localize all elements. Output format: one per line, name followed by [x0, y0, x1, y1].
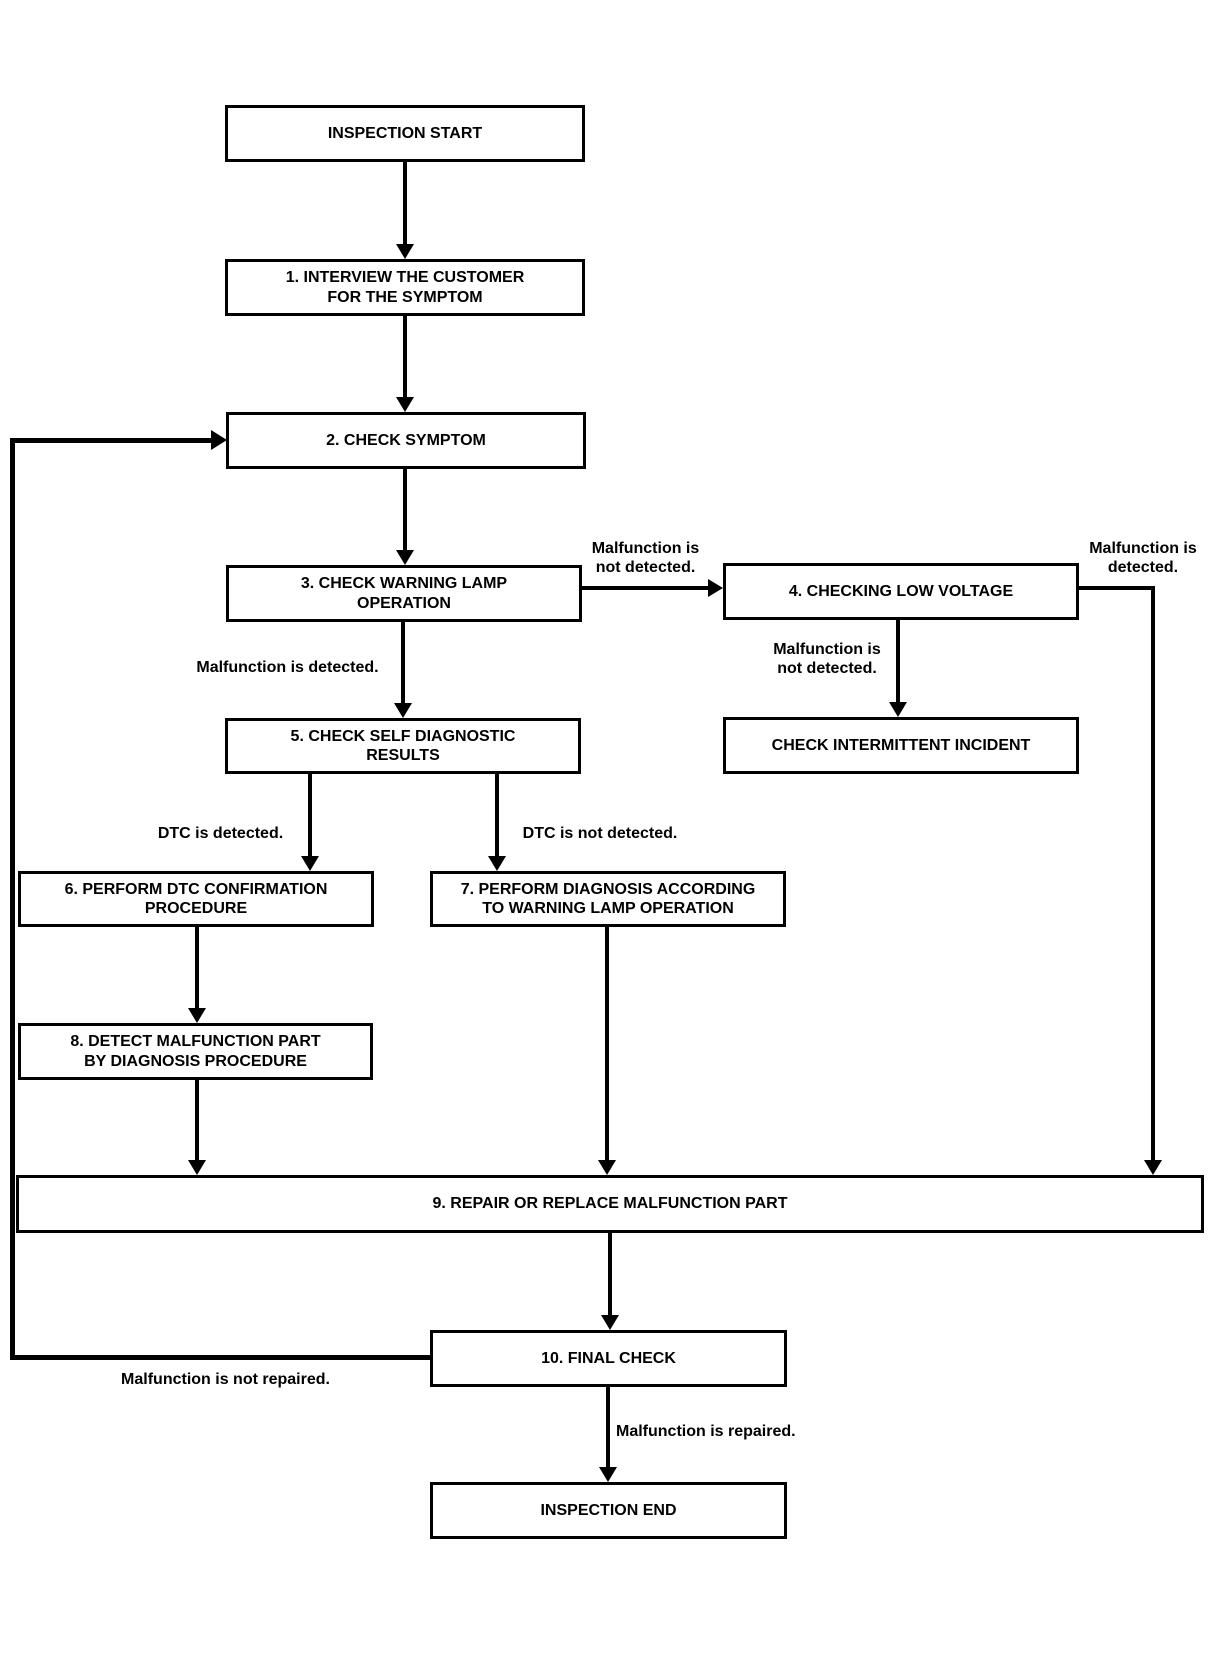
flow-node-step-2: 2. CHECK SYMPTOM [226, 412, 586, 469]
connector-6-to-8 [195, 927, 199, 1010]
connector-5-to-7 [495, 774, 499, 858]
connector-1-to-2 [403, 316, 407, 399]
arrowhead-right-icon [211, 430, 227, 450]
flow-node-step-8: 8. DETECT MALFUNCTION PART BY DIAGNOSIS … [18, 1023, 373, 1080]
flow-node-step-1: 1. INTERVIEW THE CUSTOMER FOR THE SYMPTO… [225, 259, 585, 316]
arrowhead-down-icon [889, 702, 907, 717]
arrowhead-down-icon [601, 1315, 619, 1330]
arrowhead-down-icon [1144, 1160, 1162, 1175]
edge-label-voltage-malfunction-detected: Malfunction is detected. [1089, 540, 1197, 577]
connector-3-to-5 [401, 622, 405, 705]
arrowhead-down-icon [599, 1467, 617, 1482]
edge-label-malfunction-not-repaired: Malfunction is not repaired. [121, 1371, 330, 1388]
connector-4-to-9-vertical [1151, 586, 1155, 1162]
arrowhead-down-icon [396, 397, 414, 412]
feedback-loop-left [10, 438, 15, 1360]
arrowhead-down-icon [188, 1160, 206, 1175]
arrowhead-right-icon [708, 579, 723, 597]
arrowhead-down-icon [396, 244, 414, 259]
flow-node-inspection-end: INSPECTION END [430, 1482, 787, 1539]
flow-node-check-intermittent-incident: CHECK INTERMITTENT INCIDENT [723, 717, 1079, 774]
connector-3-to-4 [581, 586, 709, 590]
flow-node-step-7: 7. PERFORM DIAGNOSIS ACCORDING TO WARNIN… [430, 871, 786, 927]
arrowhead-down-icon [188, 1008, 206, 1023]
edge-label-dtc-not-detected: DTC is not detected. [522, 825, 678, 842]
arrowhead-down-icon [301, 856, 319, 871]
connector-10-to-end [606, 1387, 610, 1469]
arrowhead-down-icon [396, 550, 414, 565]
connector-4-to-intermittent [896, 620, 900, 704]
flow-node-step-6: 6. PERFORM DTC CONFIRMATION PROCEDURE [18, 871, 374, 927]
connector-8-to-9 [195, 1080, 199, 1162]
arrowhead-down-icon [488, 856, 506, 871]
edge-label-lamp-malfunction-not-detected: Malfunction is not detected. [591, 540, 700, 577]
edge-label-lamp-malfunction-detected: Malfunction is detected. [196, 659, 379, 676]
arrowhead-down-icon [394, 703, 412, 718]
arrowhead-down-icon [598, 1160, 616, 1175]
connector-start-to-1 [403, 162, 407, 246]
connector-4-to-9-horizontal [1078, 586, 1155, 590]
connector-9-to-10 [608, 1233, 612, 1317]
flow-node-step-5: 5. CHECK SELF DIAGNOSTIC RESULTS [225, 718, 581, 774]
edge-label-dtc-detected: DTC is detected. [157, 825, 284, 842]
flow-node-inspection-start: INSPECTION START [225, 105, 585, 162]
connector-2-to-3 [403, 469, 407, 552]
edge-label-malfunction-repaired: Malfunction is repaired. [616, 1423, 796, 1440]
flow-node-step-3: 3. CHECK WARNING LAMP OPERATION [226, 565, 582, 622]
connector-7-to-9 [605, 927, 609, 1162]
connector-5-to-6 [308, 774, 312, 858]
flow-node-step-10: 10. FINAL CHECK [430, 1330, 787, 1387]
flow-node-step-4: 4. CHECKING LOW VOLTAGE [723, 563, 1079, 620]
flow-node-step-9: 9. REPAIR OR REPLACE MALFUNCTION PART [16, 1175, 1204, 1233]
feedback-loop-top [10, 438, 212, 443]
edge-label-voltage-malfunction-not-detected: Malfunction is not detected. [773, 641, 881, 678]
feedback-loop-bottom [10, 1355, 430, 1360]
